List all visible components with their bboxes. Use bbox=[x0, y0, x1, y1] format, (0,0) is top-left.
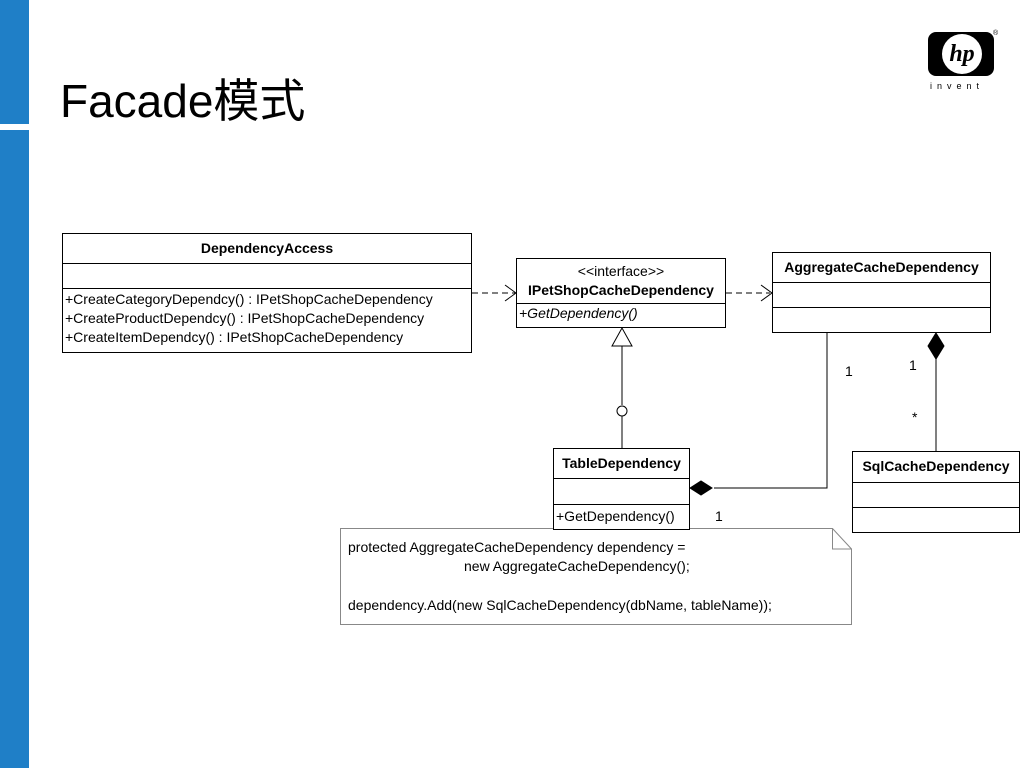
class-name: TableDependency bbox=[554, 449, 689, 479]
composition-diamond-aggregate bbox=[927, 332, 945, 360]
operations-compartment: +CreateCategoryDependcy() : IPetShopCach… bbox=[63, 289, 471, 347]
operation-create-product: +CreateProductDependcy() : IPetShopCache… bbox=[65, 310, 425, 326]
class-name: AggregateCacheDependency bbox=[773, 253, 990, 283]
class-name: DependencyAccess bbox=[63, 234, 471, 264]
logo-mark: hp bbox=[942, 34, 982, 74]
operation-get-dependency: +GetDependency() bbox=[519, 305, 638, 321]
attributes-compartment bbox=[773, 283, 990, 308]
note-fold bbox=[832, 528, 852, 550]
interface-stereotype: <<interface>> bbox=[577, 263, 665, 279]
class-name: SqlCacheDependency bbox=[853, 452, 1019, 483]
note-line-1: protected AggregateCacheDependency depen… bbox=[348, 539, 686, 555]
class-aggregate-cache-dependency[interactable]: AggregateCacheDependency bbox=[772, 252, 991, 333]
interface-header: <<interface>> IPetShopCacheDependency bbox=[517, 259, 725, 304]
operations-compartment: +GetDependency() bbox=[554, 505, 689, 527]
attributes-compartment bbox=[554, 479, 689, 505]
slide-title: Facade模式 bbox=[60, 75, 306, 127]
operations-compartment bbox=[853, 508, 1019, 532]
lollipop-circle bbox=[616, 405, 628, 417]
note-line-2: new AggregateCacheDependency(); bbox=[464, 558, 690, 574]
interface-name: IPetShopCacheDependency bbox=[528, 282, 714, 298]
class-table-dependency[interactable]: TableDependency +GetDependency() bbox=[553, 448, 690, 530]
accent-bar-divider bbox=[0, 124, 40, 130]
operation-create-category: +CreateCategoryDependcy() : IPetShopCach… bbox=[65, 291, 433, 307]
interface-operations: +GetDependency() bbox=[517, 304, 725, 323]
association-aggregate-table bbox=[714, 332, 828, 489]
class-dependency-access[interactable]: DependencyAccess +CreateCategoryDependcy… bbox=[62, 233, 472, 353]
hp-logo: hp ® invent bbox=[928, 30, 998, 92]
operation-get-dependency: +GetDependency() bbox=[556, 508, 675, 524]
realization-triangle bbox=[611, 326, 633, 347]
note-line-3: dependency.Add(new SqlCacheDependency(db… bbox=[348, 597, 772, 613]
operations-compartment bbox=[773, 308, 990, 332]
multiplicity-aggregate-one: 1 bbox=[909, 357, 917, 373]
attributes-compartment bbox=[853, 483, 1019, 508]
operation-create-item: +CreateItemDependcy() : IPetShopCacheDep… bbox=[65, 329, 404, 345]
multiplicity-sql-many: * bbox=[912, 409, 918, 425]
attributes-compartment bbox=[63, 264, 471, 289]
class-sql-cache-dependency[interactable]: SqlCacheDependency bbox=[852, 451, 1020, 533]
interface-ipetshop-cache-dependency[interactable]: <<interface>> IPetShopCacheDependency +G… bbox=[516, 258, 726, 328]
multiplicity-aggregate-end: 1 bbox=[845, 363, 853, 379]
composition-diamond-table bbox=[689, 480, 713, 496]
logo-black-box: hp bbox=[928, 32, 994, 76]
logo-registered-mark: ® bbox=[993, 30, 999, 37]
note-shape bbox=[340, 528, 852, 625]
multiplicity-table-end: 1 bbox=[715, 508, 723, 524]
code-note: protected AggregateCacheDependency depen… bbox=[340, 528, 852, 625]
logo-tagline: invent bbox=[930, 81, 985, 91]
